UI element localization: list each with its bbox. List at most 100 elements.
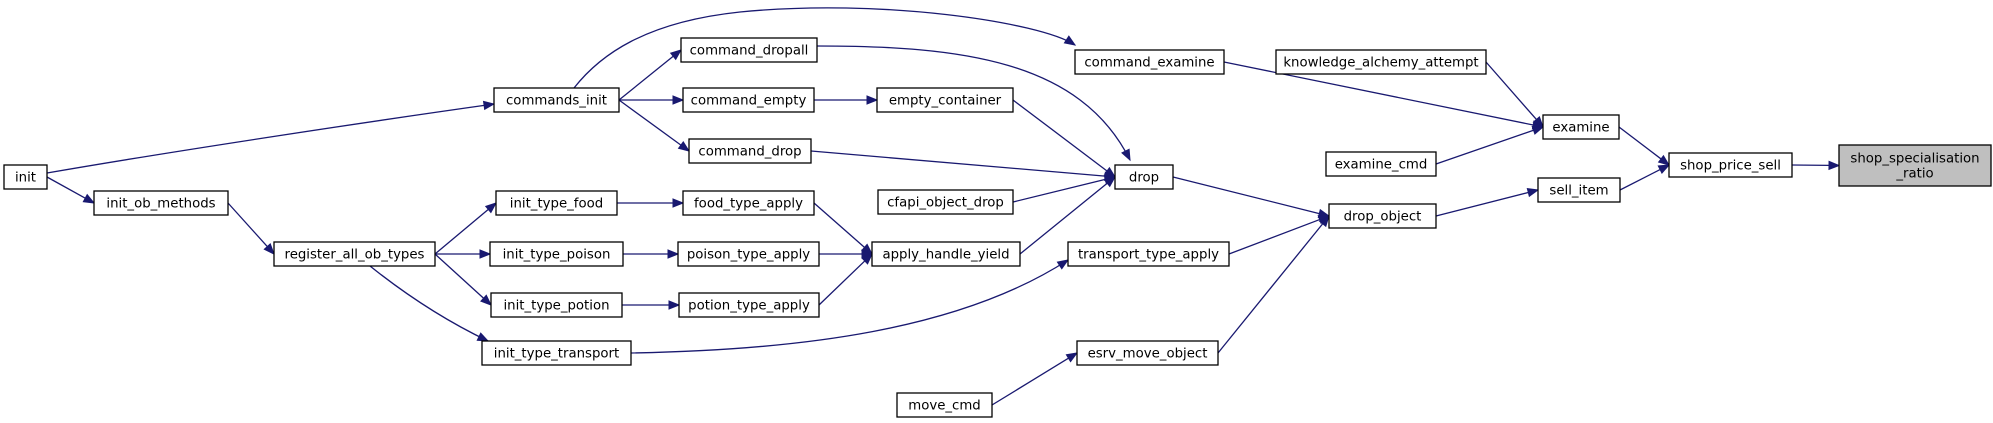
node-food-type-apply[interactable]: food_type_apply (682, 190, 815, 216)
node-command-examine[interactable]: command_examine (1074, 49, 1225, 75)
node-commands-init[interactable]: commands_init (493, 87, 620, 113)
node-poison-type-apply[interactable]: poison_type_apply (677, 241, 820, 267)
node-transport-type-apply[interactable]: transport_type_apply (1067, 241, 1230, 267)
node-box (680, 37, 818, 63)
node-box (896, 392, 993, 418)
node-init-type-transport[interactable]: init_type_transport (481, 340, 632, 366)
node-init-type-food[interactable]: init_type_food (495, 190, 618, 216)
node-cfapi-object-drop[interactable]: cfapi_object_drop (877, 189, 1014, 215)
edge-examine_cmd-to-examine (1435, 125, 1545, 165)
edge-commands_init-to-command_drop (618, 99, 691, 152)
node-label: shop_price_sell (1680, 159, 1781, 174)
edge-drop-to-drop_object (1172, 176, 1331, 219)
nodes-layer: shop_specialisation_ratio shop_price_sell… (3, 37, 1992, 418)
node-label: empty_container (889, 94, 1002, 109)
node-move-cmd[interactable]: move_cmd (896, 392, 993, 418)
node-label: examine (1552, 121, 1609, 136)
edge-register_all_ob_types-to-init_type_potion (434, 253, 492, 306)
node-label: init_ob_methods (106, 197, 215, 212)
node-box (481, 340, 632, 366)
edge-init_type_transport-to-transport_type_apply (630, 259, 1070, 354)
node-command-drop[interactable]: command_drop (688, 138, 812, 164)
node-sell-item[interactable]: sell_item (1537, 177, 1621, 203)
node-label: commands_init (506, 94, 607, 109)
node-label: esrv_move_object (1088, 347, 1208, 362)
edge-apply_handle_yield-to-drop (1019, 176, 1117, 255)
edge-knowledge_alchemy_attempt-to-examine (1485, 61, 1544, 129)
edge-empty_container-to-drop (1012, 99, 1117, 178)
edge-commands_init-to-command_empty (619, 95, 685, 105)
node-command-empty[interactable]: command_empty (682, 87, 815, 113)
node-esrv-move-object[interactable]: esrv_move_object (1076, 340, 1219, 366)
edge-potion_type_apply-to-apply_handle_yield (818, 253, 873, 306)
edge-init_type_poison-to-poison_type_apply (623, 249, 680, 259)
node-empty-container[interactable]: empty_container (876, 87, 1014, 113)
node-examine-cmd[interactable]: examine_cmd (1325, 151, 1437, 177)
edge-init-to-commands_init (46, 100, 496, 174)
node-label: command_drop (698, 145, 801, 160)
node-label: apply_handle_yield (882, 248, 1009, 263)
node-drop-object[interactable]: drop_object (1328, 203, 1437, 229)
node-init-type-potion[interactable]: init_type_potion (490, 292, 623, 318)
edge-examine-to-shop_price_sell (1618, 126, 1671, 166)
node-box (93, 190, 229, 216)
node-box (495, 190, 618, 216)
node-box (1838, 144, 1992, 187)
node-label: food_type_apply (694, 197, 803, 212)
node-init-ob-methods[interactable]: init_ob_methods (93, 190, 229, 216)
node-box (1537, 177, 1621, 203)
edge-init_ob_methods-to-register_all_ob_types (227, 202, 275, 255)
edge-sell_item-to-shop_price_sell (1619, 164, 1671, 191)
node-potion-type-apply[interactable]: potion_type_apply (678, 292, 820, 318)
node-shop-specialisation-ratio[interactable]: shop_specialisation_ratio (1838, 144, 1992, 187)
node-label: command_dropall (690, 44, 809, 59)
node-box (682, 190, 815, 216)
node-label: move_cmd (908, 399, 981, 414)
node-box (490, 292, 623, 318)
node-knowledge-alchemy-attempt[interactable]: knowledge_alchemy_attempt (1275, 49, 1487, 75)
node-shop-price-sell[interactable]: shop_price_sell (1668, 152, 1793, 178)
node-box (3, 164, 48, 190)
node-label: knowledge_alchemy_attempt (1283, 56, 1478, 71)
node-label: poison_type_apply (687, 248, 810, 263)
node-label: init_type_poison (503, 248, 611, 263)
node-box (677, 241, 820, 267)
node-register-all-ob-types[interactable]: register_all_ob_types (273, 241, 436, 267)
edge-register_all_ob_types-to-init_type_poison (435, 249, 492, 259)
node-box (1076, 340, 1219, 366)
node-examine[interactable]: examine (1542, 114, 1620, 140)
node-box (1114, 164, 1174, 190)
node-box (682, 87, 815, 113)
node-init-type-poison[interactable]: init_type_poison (489, 241, 624, 267)
node-box (871, 241, 1021, 267)
edge-init_type_potion-to-potion_type_apply (622, 300, 681, 310)
node-box (678, 292, 820, 318)
node-drop[interactable]: drop (1114, 164, 1174, 190)
edge-command_dropall-to-drop (816, 45, 1131, 162)
node-label: examine_cmd (1335, 158, 1428, 173)
edge-init_type_food-to-food_type_apply (617, 198, 685, 208)
edge-shop_price_sell-to-shop_specialisation_ratio (1791, 160, 1841, 171)
node-box (1668, 152, 1793, 178)
node-box (877, 189, 1014, 215)
node-box (493, 87, 620, 113)
node-label: command_empty (691, 94, 807, 109)
node-apply-handle-yield[interactable]: apply_handle_yield (871, 241, 1021, 267)
node-box (273, 241, 436, 267)
edge-drop_object-to-sell_item (1435, 188, 1540, 217)
edges-layer (46, 7, 1841, 406)
node-init[interactable]: init (3, 164, 48, 190)
node-box (1074, 49, 1225, 75)
edge-command_drop-to-drop (810, 150, 1117, 181)
node-box (489, 241, 624, 267)
node-label: drop (1129, 171, 1159, 186)
edge-food_type_apply-to-apply_handle_yield (813, 202, 874, 255)
node-label: transport_type_apply (1078, 248, 1219, 263)
node-label: potion_type_apply (688, 299, 810, 314)
edge-commands_init-to-command_dropall (618, 49, 683, 101)
node-command-dropall[interactable]: command_dropall (680, 37, 818, 63)
node-box (1542, 114, 1620, 140)
node-label: cfapi_object_drop (887, 196, 1004, 211)
node-box (876, 87, 1014, 113)
